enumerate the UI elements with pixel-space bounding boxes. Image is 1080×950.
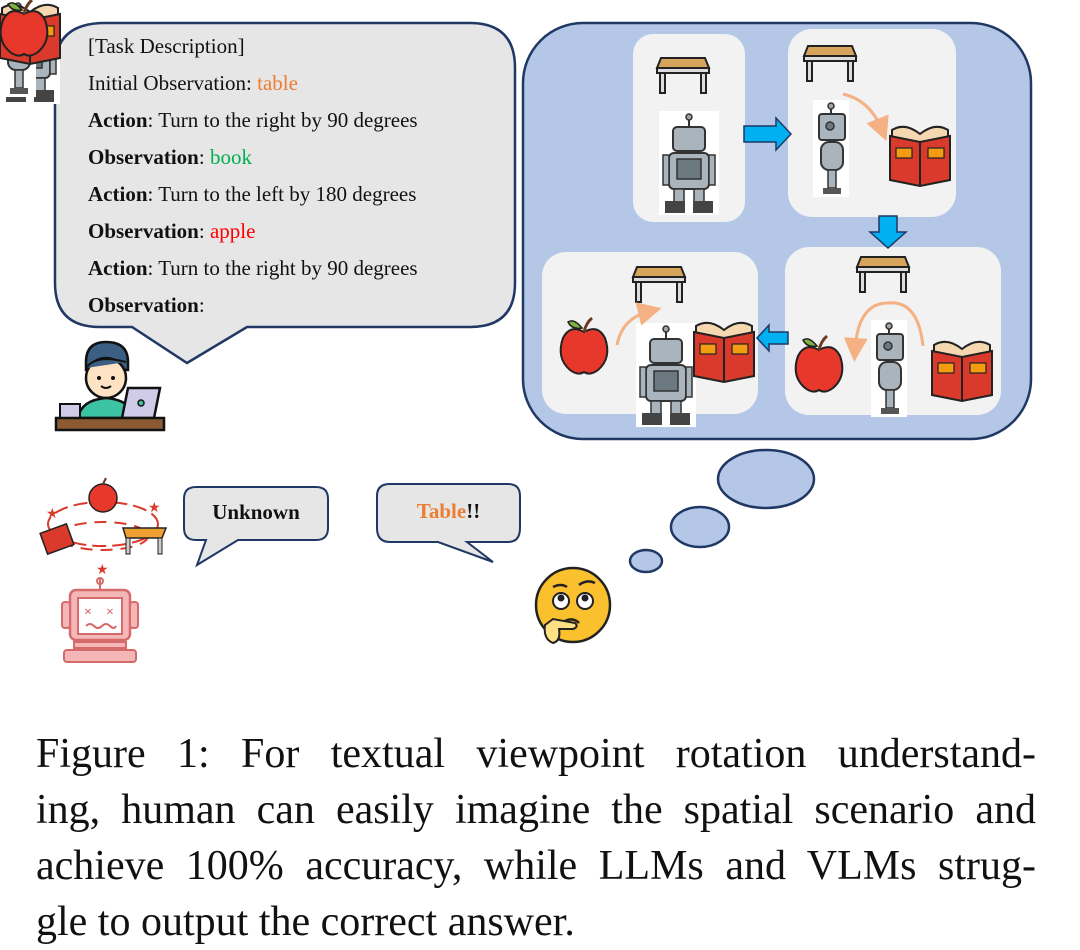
task-line: Action: Turn to the left by 180 degrees	[88, 182, 417, 206]
thinking-face-icon	[534, 566, 612, 645]
task-line: Observation: apple	[88, 219, 256, 243]
llm-answer-bubble	[183, 486, 329, 568]
robot-front-icon	[635, 322, 697, 428]
task-line: Action: Turn to the right by 90 degrees	[88, 108, 418, 132]
initial-observation-value: table	[257, 71, 298, 95]
figure-graphics: ★ ★ ★ × ×	[0, 0, 1033, 663]
robot-front-icon	[658, 110, 720, 216]
confused-objects-icon: ★ ★ ★	[39, 477, 168, 578]
caption-line: achieve 100% accuracy, while LLMs and VL…	[36, 843, 1036, 889]
robot-side-icon	[812, 99, 850, 198]
arrow-down-icon	[868, 215, 908, 250]
svg-text:×: ×	[84, 605, 92, 620]
task-line: Action: Turn to the right by 90 degrees	[88, 256, 418, 280]
book-icon	[693, 321, 755, 383]
caption-line: Figure 1: For textual viewpoint rotation…	[36, 731, 1036, 777]
book-icon	[931, 340, 993, 402]
thought-bubble	[669, 505, 731, 549]
human-answer-bubble	[376, 483, 521, 563]
llm-answer-text: Unknown	[212, 500, 300, 524]
task-line: Observation:	[88, 293, 205, 317]
observation-value: apple	[209, 219, 256, 243]
human-icon	[54, 340, 166, 432]
figure-caption: Figure 1: For textual viewpoint rotation…	[36, 726, 1036, 950]
broken-robot-icon: × ×	[61, 577, 139, 663]
svg-text:×: ×	[106, 605, 114, 620]
human-answer-text: Table!!	[416, 499, 481, 523]
arrow-left-icon	[755, 323, 789, 353]
rotation-arrow-icon	[843, 301, 925, 362]
thought-bubble	[716, 448, 816, 510]
robot-side-icon	[870, 319, 908, 418]
caption-line: ing, human can easily imagine the spatia…	[36, 787, 1036, 833]
caption-line: gle to output the correct answer.	[36, 899, 575, 945]
thought-bubble	[628, 548, 664, 574]
svg-text:★: ★	[96, 563, 109, 578]
svg-text:★: ★	[148, 501, 161, 516]
rotation-arrow-icon	[842, 92, 889, 142]
arrow-right-icon	[743, 116, 793, 152]
rotation-arrow-icon	[615, 302, 662, 346]
observation-value: book	[209, 145, 252, 169]
apple-icon	[0, 0, 49, 57]
task-bubble-text: [Task Description] Initial Observation: …	[88, 28, 418, 324]
book-icon	[889, 125, 951, 187]
task-line: [Task Description]	[88, 34, 245, 58]
task-line: Initial Observation: table	[88, 71, 298, 95]
task-line: Observation: book	[88, 145, 252, 169]
svg-text:★: ★	[46, 507, 59, 522]
